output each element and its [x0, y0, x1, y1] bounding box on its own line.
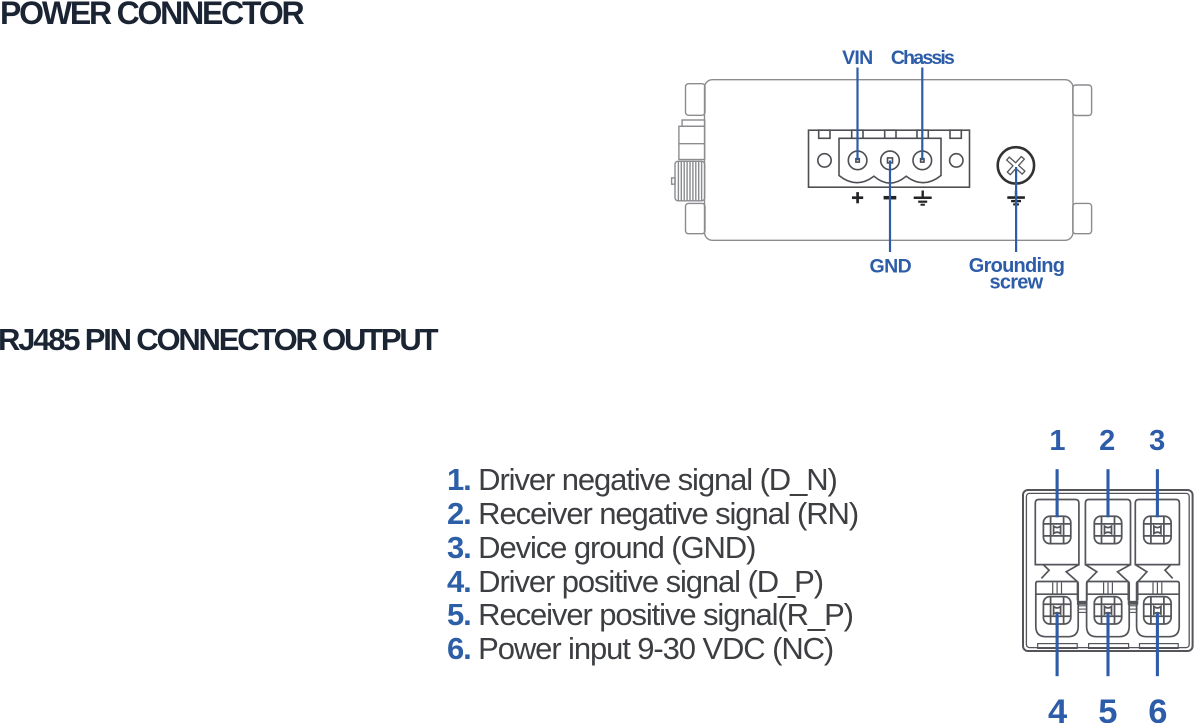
svg-text:VIN: VIN [842, 47, 872, 69]
svg-text:2: 2 [1099, 425, 1115, 457]
svg-text:4: 4 [1048, 693, 1067, 723]
svg-text:GND: GND [870, 256, 912, 278]
svg-text:1: 1 [1049, 425, 1065, 457]
svg-text:3: 3 [1149, 425, 1165, 457]
svg-text:Grounding: Grounding [969, 255, 1064, 277]
svg-text:6: 6 [1148, 693, 1167, 723]
svg-text:Chassis: Chassis [891, 47, 955, 69]
svg-text:5: 5 [1098, 693, 1117, 723]
svg-text:screw: screw [990, 272, 1044, 294]
